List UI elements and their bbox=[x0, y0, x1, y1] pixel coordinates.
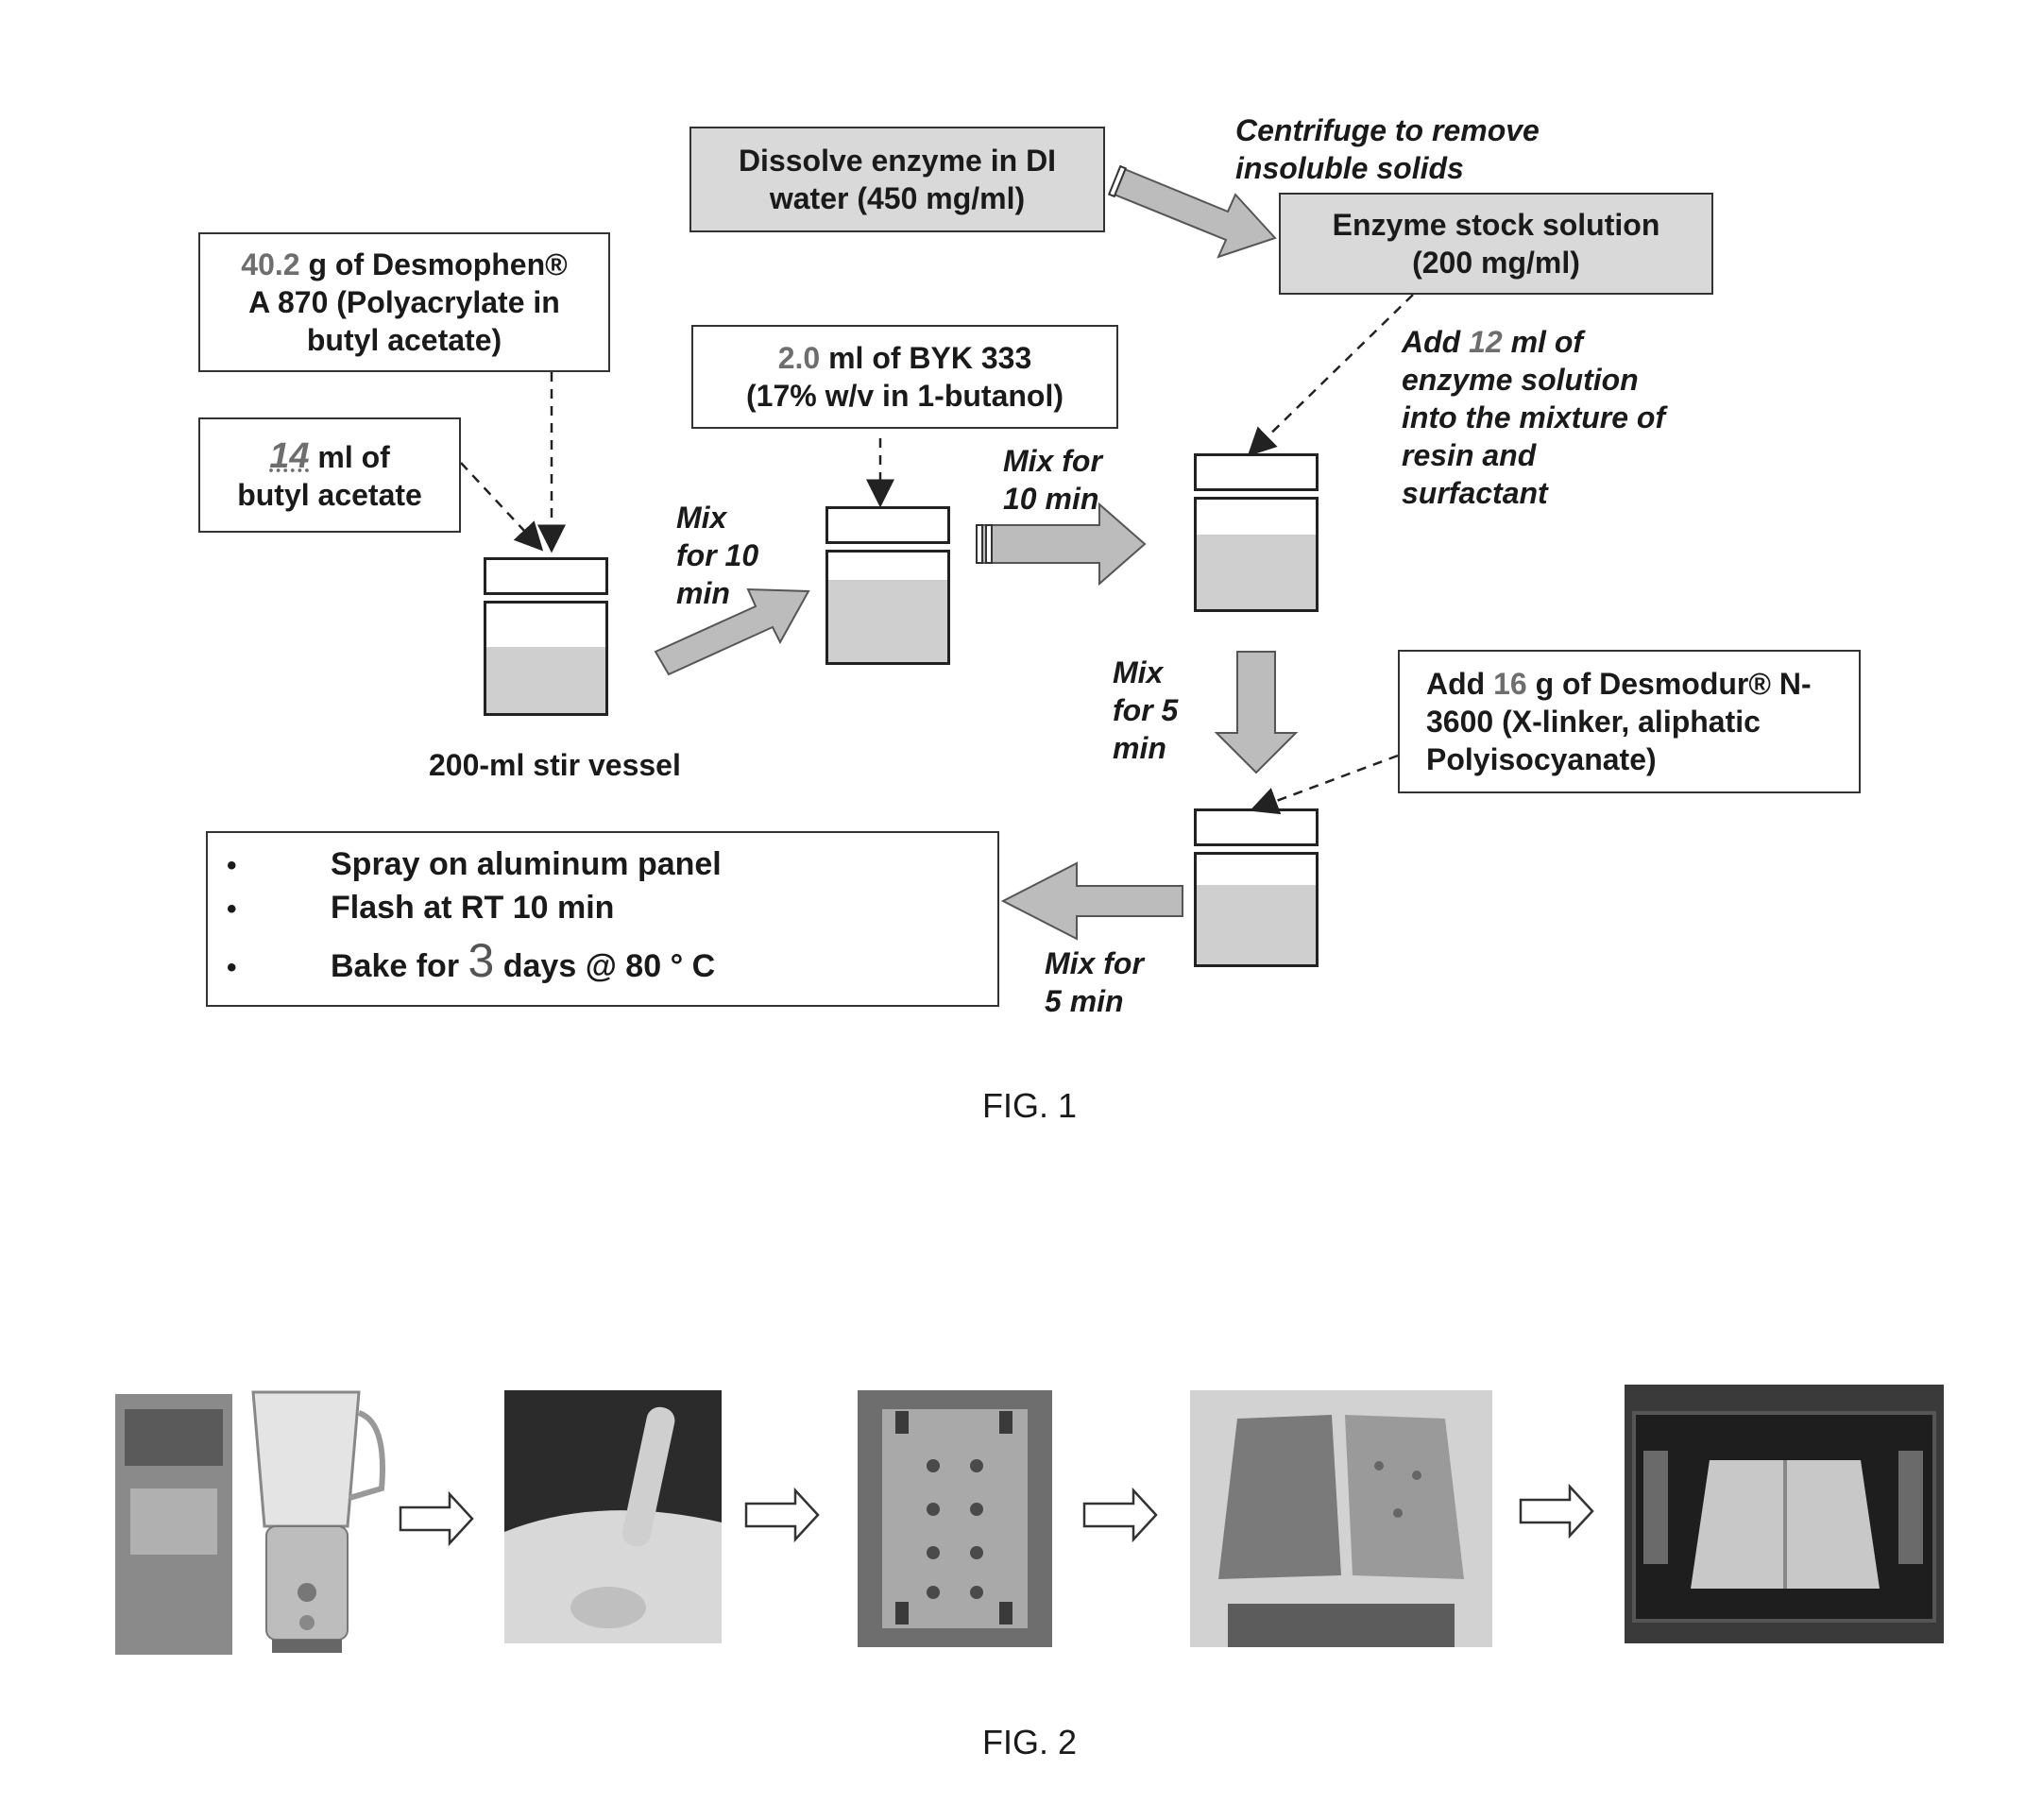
hollow-arrow-4 bbox=[1521, 1487, 1592, 1536]
hollow-arrow-2 bbox=[746, 1490, 818, 1539]
hollow-arrow-1 bbox=[400, 1494, 472, 1543]
fig2-caption: FIG. 2 bbox=[888, 1723, 1171, 1762]
hollow-arrow-3 bbox=[1084, 1490, 1156, 1539]
